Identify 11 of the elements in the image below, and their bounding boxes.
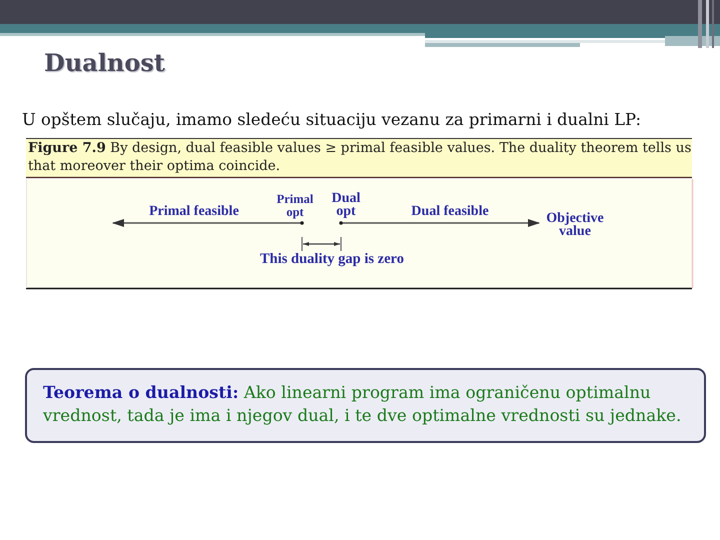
theorem-text: Teorema o dualnosti: Ako linearni program ima ograničenu optimalnu vrednost, tada je ima i njegov dual, i te dve optimalne vrednosti su jednake. — [43, 381, 682, 427]
theorem-box — [25, 368, 706, 443]
dimension-label: This duality gap is zero — [260, 251, 404, 268]
axis-label: Primal feasible — [148, 205, 240, 218]
figure-caption: Figure 7.9 By design, dual feasible values ≥ primal feasible values. The duality theorem tells us that moreover their optima coincide. — [28, 139, 692, 175]
slide-title: Dualnost — [44, 48, 165, 77]
point-label: Primal opt — [276, 193, 314, 219]
body-text: U opštem slučaju, imamo sledeću situaciju vezanu za primarni i dualni LP: — [22, 110, 641, 129]
axis-label: Dual feasible — [410, 205, 490, 218]
axis-label: Objective value — [545, 212, 605, 238]
point-label: Dual opt — [330, 192, 362, 218]
